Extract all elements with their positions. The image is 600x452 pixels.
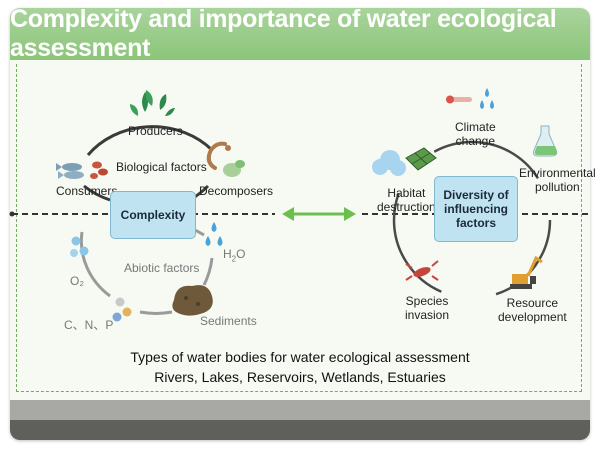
divider-end-dot xyxy=(9,211,15,217)
lobster-icon xyxy=(405,260,439,281)
water-drops-icon xyxy=(205,222,223,246)
complexity-box: Complexity xyxy=(110,191,196,239)
figure-title: Complexity and importance of water ecolo… xyxy=(10,8,557,62)
abiotic-arc-bottom xyxy=(139,310,173,315)
dashed-frame xyxy=(16,64,582,392)
bottom-band-dark xyxy=(10,420,590,440)
worm-icon xyxy=(206,141,231,170)
biotic-arc-left xyxy=(83,184,111,202)
consumers-label: Consumers xyxy=(56,184,118,198)
double-arrow-icon xyxy=(282,207,356,221)
excavator-icon xyxy=(510,255,543,289)
nutrients-label: C、N、P xyxy=(64,318,114,332)
fish-icon xyxy=(56,163,84,179)
raindrops-icon xyxy=(480,88,494,109)
water-body-types-heading: Types of water bodies for water ecologic… xyxy=(130,349,470,365)
oxygen-label: O₂ xyxy=(70,274,84,288)
sediments-label: Sediments xyxy=(200,314,257,328)
cloud-icon xyxy=(372,150,406,176)
biotic-arc-top xyxy=(86,125,214,156)
bacteria-icon xyxy=(223,160,245,177)
oxygen-bubbles-icon xyxy=(70,236,89,257)
plant-icon xyxy=(130,90,175,116)
abiotic-factors-label: Abiotic factors xyxy=(124,261,200,275)
shrimp-icon xyxy=(90,161,108,179)
nutrient-spheres-icon xyxy=(112,297,132,322)
abiotic-arc-left xyxy=(79,231,111,298)
water-label: H2O xyxy=(223,247,246,264)
producers-label: Producers xyxy=(128,124,183,138)
thermometer-icon xyxy=(446,95,472,104)
soil-grid-icon xyxy=(405,147,437,171)
water-body-types-list: Rivers, Lakes, Reservoirs, Wetlands, Est… xyxy=(154,369,446,385)
sediment-rock-icon xyxy=(172,285,213,316)
flask-icon xyxy=(533,125,558,157)
influence-cycle-ring xyxy=(392,140,552,300)
decomposers-label: Decomposers xyxy=(199,184,274,198)
abiotic-arc-right xyxy=(202,257,214,286)
biological-factors-label: Biological factors xyxy=(116,160,207,174)
title-banner: Complexity and importance of water ecolo… xyxy=(10,8,590,62)
bottom-band-light xyxy=(10,400,590,420)
